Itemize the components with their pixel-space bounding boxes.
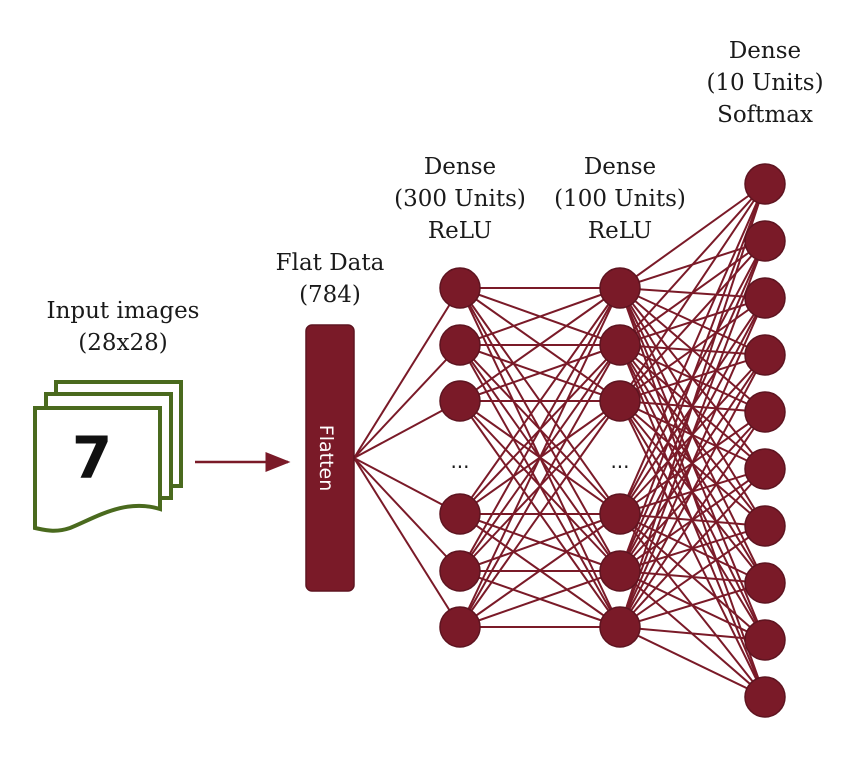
output-node [744, 220, 786, 262]
network-nodes [439, 163, 786, 718]
layer2-node [599, 493, 641, 535]
edge-layer2-to-output [619, 183, 766, 628]
layer2-node [599, 267, 641, 309]
edge-layer2-to-output [619, 240, 766, 628]
edge-flatten-to-layer1 [353, 344, 461, 459]
edge-layer1-to-layer2 [459, 287, 621, 628]
edge-layer2-to-output [619, 626, 766, 698]
edge-layer2-to-output [619, 183, 766, 289]
output-node [744, 391, 786, 433]
input-image-stack: 7 [33, 380, 183, 533]
edge-layer1-to-layer2 [459, 513, 621, 628]
output-node [744, 505, 786, 547]
layer2-ellipsis: ... [610, 449, 629, 473]
edge-layer2-to-output [619, 297, 766, 628]
edge-layer2-to-output [619, 183, 766, 572]
edge-layer2-to-output [619, 354, 766, 628]
edge-layer1-to-layer2 [459, 287, 621, 572]
layer1-label-line2: (300 Units) [394, 186, 526, 212]
input-label-line2: (28x28) [78, 330, 167, 356]
edge-layer1-to-layer2 [459, 570, 621, 628]
edge-layer2-to-output [619, 183, 766, 402]
handwritten-digit: 7 [72, 424, 112, 492]
flatten-box [305, 324, 355, 592]
output-label-line3: Softmax [717, 102, 813, 128]
output-node [744, 448, 786, 490]
edge-layer1-to-layer2 [459, 287, 621, 402]
edge-layer1-to-layer2 [459, 287, 621, 515]
edge-layer2-to-output [619, 183, 766, 346]
output-node [744, 334, 786, 376]
layer2-label-line2: (100 Units) [554, 186, 686, 212]
input-label-line1: Input images [46, 298, 199, 324]
output-node [744, 619, 786, 661]
flat-data-label-line1: Flat Data [276, 250, 385, 276]
edge-layer2-to-output [619, 525, 766, 628]
connection-edges [353, 183, 766, 698]
input-image-front [33, 406, 162, 533]
layer2-node [599, 606, 641, 648]
edge-layer1-to-layer2 [459, 513, 621, 572]
edge-layer2-to-output [619, 240, 766, 402]
edge-flatten-to-layer1 [353, 287, 461, 459]
output-node [744, 676, 786, 718]
edge-layer2-to-output [619, 582, 766, 628]
output-node [744, 277, 786, 319]
output-node [744, 562, 786, 604]
output-node [744, 163, 786, 205]
output-label-line1: Dense [729, 38, 801, 64]
edge-flatten-to-layer1 [353, 457, 461, 572]
edge-layer2-to-output [619, 468, 766, 628]
edge-layer1-to-layer2 [459, 344, 621, 402]
layer2-node [599, 550, 641, 592]
edge-layer2-to-output [619, 411, 766, 628]
edge-layer2-to-output [619, 626, 766, 641]
layer1-node [439, 493, 481, 535]
output-label-line2: (10 Units) [706, 70, 823, 96]
layer2-label-line3: ReLU [588, 218, 652, 244]
layer1-node [439, 606, 481, 648]
edge-layer1-to-layer2 [459, 287, 621, 346]
layer2-node [599, 324, 641, 366]
layer1-label-line1: Dense [424, 154, 496, 180]
edge-layer2-to-output [619, 183, 766, 515]
edge-flatten-to-layer1 [353, 457, 461, 628]
layer2-label-line1: Dense [584, 154, 656, 180]
layer1-node [439, 267, 481, 309]
layer2-node [599, 380, 641, 422]
edge-layer1-to-layer2 [459, 344, 621, 628]
flat-data-label-line2: (784) [299, 282, 361, 308]
layer1-node [439, 550, 481, 592]
layer1-ellipsis: ... [450, 449, 469, 473]
edge-layer1-to-layer2 [459, 400, 621, 628]
layer1-label-line3: ReLU [428, 218, 492, 244]
layer1-node [439, 324, 481, 366]
layer1-node [439, 380, 481, 422]
flatten-label: Flatten [315, 425, 337, 491]
